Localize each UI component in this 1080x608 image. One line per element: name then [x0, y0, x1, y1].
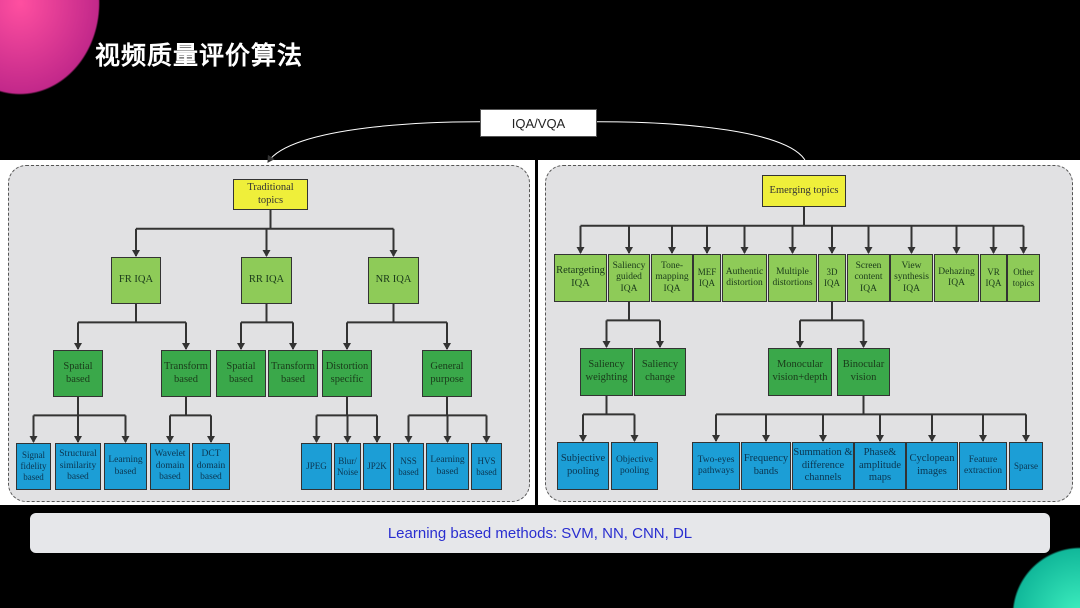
node-jpeg: JPEG	[301, 443, 332, 490]
node-tone: Tone- mapping IQA	[651, 254, 693, 302]
node-two: Two-eyes pathways	[692, 442, 740, 490]
node-cyc: Cyclopean images	[906, 442, 958, 490]
node-sparse: Sparse	[1009, 442, 1043, 490]
node-fr-tr: Transform based	[161, 350, 211, 397]
node-phase: Phase& amplitude maps	[854, 442, 906, 490]
node-scr: Screen content IQA	[847, 254, 890, 302]
learning-methods-banner: Learning based methods: SVM, NN, CNN, DL	[30, 513, 1050, 553]
node-lrn1: Learning based	[104, 443, 147, 490]
node-mono: Monocular vision+depth	[768, 348, 832, 396]
node-deh: Dehazing IQA	[934, 254, 979, 302]
root-node-iqa-vqa: IQA/VQA	[480, 109, 597, 137]
node-salc: Saliency change	[634, 348, 686, 396]
node-hvs: HVS based	[471, 443, 502, 490]
node-ret: Retargeting IQA	[554, 254, 607, 302]
node-emg: Emerging topics	[762, 175, 846, 207]
node-bino: Binocular vision	[837, 348, 890, 396]
node-str: Structural similarity based	[55, 443, 101, 490]
node-rr-tr: Transform based	[268, 350, 318, 397]
node-mult: Multiple distortions	[768, 254, 817, 302]
node-lrn2: Learning based	[426, 443, 469, 490]
node-obj: Objective pooling	[611, 442, 658, 490]
node-sum: Summation & difference channels	[792, 442, 854, 490]
node-dct: DCT domain based	[192, 443, 230, 490]
node-nr-ds: Distortion specific	[322, 350, 372, 397]
node-feat: Feature extraction	[959, 442, 1007, 490]
node-trad: Traditional topics	[233, 179, 308, 210]
node-nr-gp: General purpose	[422, 350, 472, 397]
node-rr-sp: Spatial based	[216, 350, 266, 397]
node-rr: RR IQA	[241, 257, 292, 304]
node-auth: Authentic distortion	[722, 254, 767, 302]
node-subj: Subjective pooling	[557, 442, 609, 490]
node-fr: FR IQA	[111, 257, 161, 304]
decorative-pink-circle	[0, 0, 100, 96]
slide-title: 视频质量评价算法	[95, 41, 304, 70]
node-mef: MEF IQA	[693, 254, 721, 302]
node-view: View synthesis IQA	[890, 254, 933, 302]
node-d3: 3D IQA	[818, 254, 846, 302]
node-oth: Other topics	[1007, 254, 1040, 302]
node-blur: Blur/ Noise	[334, 443, 361, 490]
node-sal: Saliency guided IQA	[608, 254, 650, 302]
node-nr: NR IQA	[368, 257, 419, 304]
node-salw: Saliency weighting	[580, 348, 633, 396]
node-wav: Wavelet domain based	[150, 443, 190, 490]
node-vr: VR IQA	[980, 254, 1007, 302]
node-jp2k: JP2K	[363, 443, 391, 490]
node-nss: NSS based	[393, 443, 424, 490]
node-freq: Frequency bands	[741, 442, 791, 490]
node-sig: Signal fidelity based	[16, 443, 51, 490]
node-fr-sp: Spatial based	[53, 350, 103, 397]
